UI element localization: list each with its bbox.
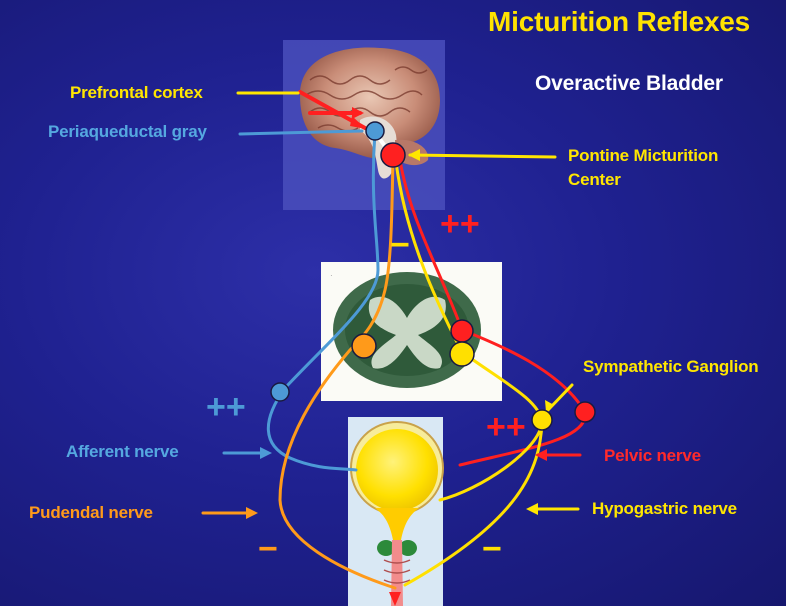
sign-plus-red-bottom: ++: [486, 408, 526, 447]
sign-plus-red-top: ++: [440, 205, 480, 244]
label-sympathetic-ganglion: Sympathetic Ganglion: [583, 357, 758, 377]
pag-node: [366, 122, 384, 140]
label-periaqueductal-gray: Periaqueductal gray: [48, 122, 207, 142]
svg-text:·: ·: [330, 271, 333, 280]
afferent-ganglion-node: [271, 383, 289, 401]
sign-plus-blue: ++: [206, 388, 246, 427]
page-subtitle: Overactive Bladder: [535, 72, 723, 96]
sign-minus-yellow-top: −: [390, 226, 410, 265]
label-pelvic-nerve: Pelvic nerve: [604, 446, 701, 466]
label-pmc-line2: Center: [568, 170, 621, 190]
label-pudendal-nerve: Pudendal nerve: [29, 503, 153, 523]
pelvic-ganglion-node: [575, 402, 595, 422]
spinal-orange-node: [352, 334, 376, 358]
page-title: Micturition Reflexes: [488, 6, 750, 38]
spinal-yellow-node: [450, 342, 474, 366]
sympathetic-ganglion-node: [532, 410, 552, 430]
label-prefrontal-cortex: Prefrontal cortex: [70, 83, 203, 103]
label-afferent-nerve: Afferent nerve: [66, 442, 178, 462]
label-pmc-line1: Pontine Micturition: [568, 146, 718, 166]
pmc-node: [381, 143, 405, 167]
sign-minus-orange: −: [258, 530, 278, 569]
brain-illustration: [283, 40, 445, 210]
sign-minus-yellow-bottom: −: [482, 530, 502, 569]
spinal-red-node: [451, 320, 473, 342]
bladder-illustration: [348, 417, 443, 606]
label-hypogastric-nerve: Hypogastric nerve: [592, 499, 737, 519]
spinal-cord-illustration: ·: [321, 262, 502, 401]
